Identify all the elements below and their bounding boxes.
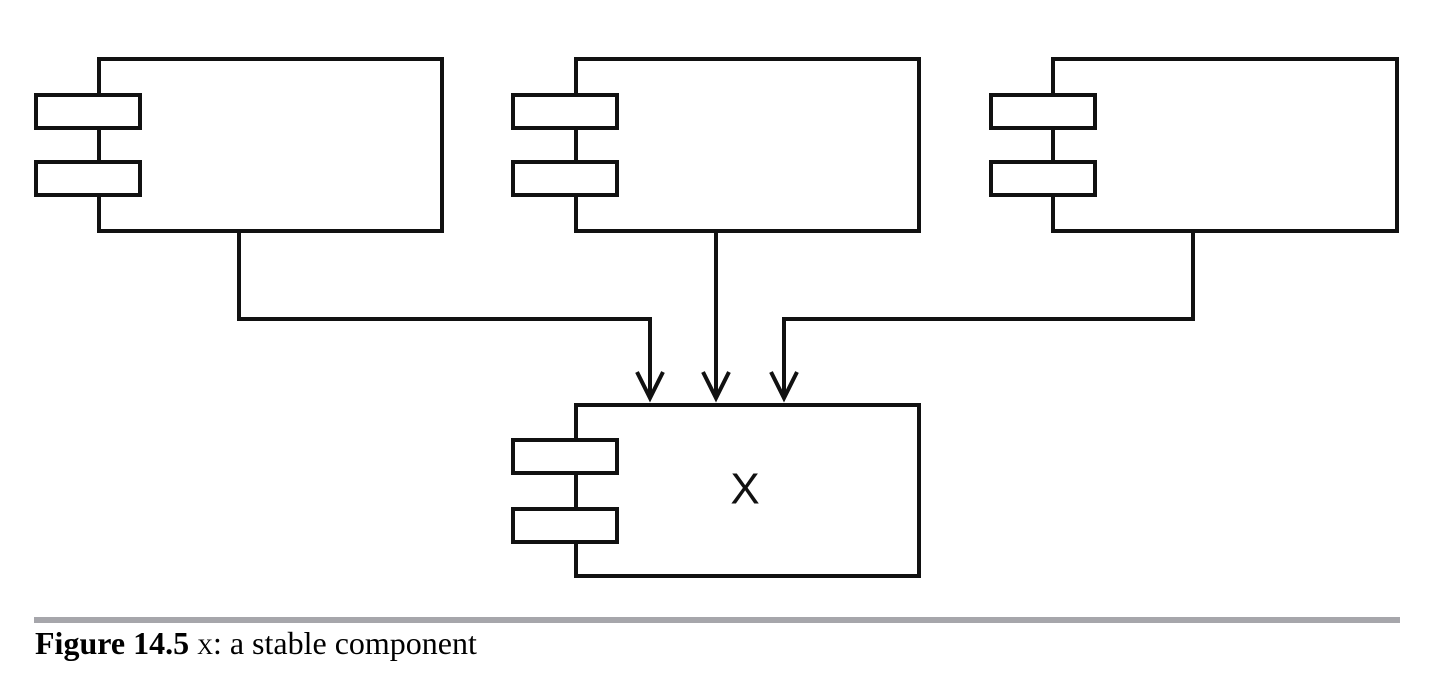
dependency-arrow-right (769, 231, 1195, 403)
component-port-lower (34, 160, 142, 197)
component-body (97, 57, 444, 233)
arrow-line (782, 231, 1195, 398)
figure-number: Figure 14.5 (35, 625, 190, 661)
component-diagram: X (34, 57, 1399, 578)
component-body (574, 57, 921, 233)
arrowhead (635, 371, 665, 403)
arrow-line (237, 231, 652, 398)
component-port-upper (34, 93, 142, 130)
component-port-upper (511, 93, 619, 130)
component-port-lower (511, 160, 619, 197)
figure-caption: Figure 14.5 X: a stable component (35, 622, 477, 664)
component-body (574, 403, 921, 578)
caption-description: : a stable component (212, 625, 477, 661)
component-bottom (511, 403, 921, 578)
component-top-right (989, 57, 1399, 233)
component-port-upper (989, 93, 1097, 130)
component-port-lower (511, 507, 619, 544)
caption-component-name: X (197, 625, 213, 661)
component-body (1051, 57, 1399, 233)
arrowhead (769, 371, 799, 403)
arrowhead (701, 371, 731, 403)
component-label-x: X (730, 465, 759, 514)
component-top-left (34, 57, 444, 233)
component-port-lower (989, 160, 1097, 197)
dependency-arrow-center (701, 231, 731, 403)
component-top-center (511, 57, 921, 233)
component-port-upper (511, 438, 619, 475)
dependency-arrow-left (237, 231, 665, 403)
caption-rule (34, 617, 1400, 623)
